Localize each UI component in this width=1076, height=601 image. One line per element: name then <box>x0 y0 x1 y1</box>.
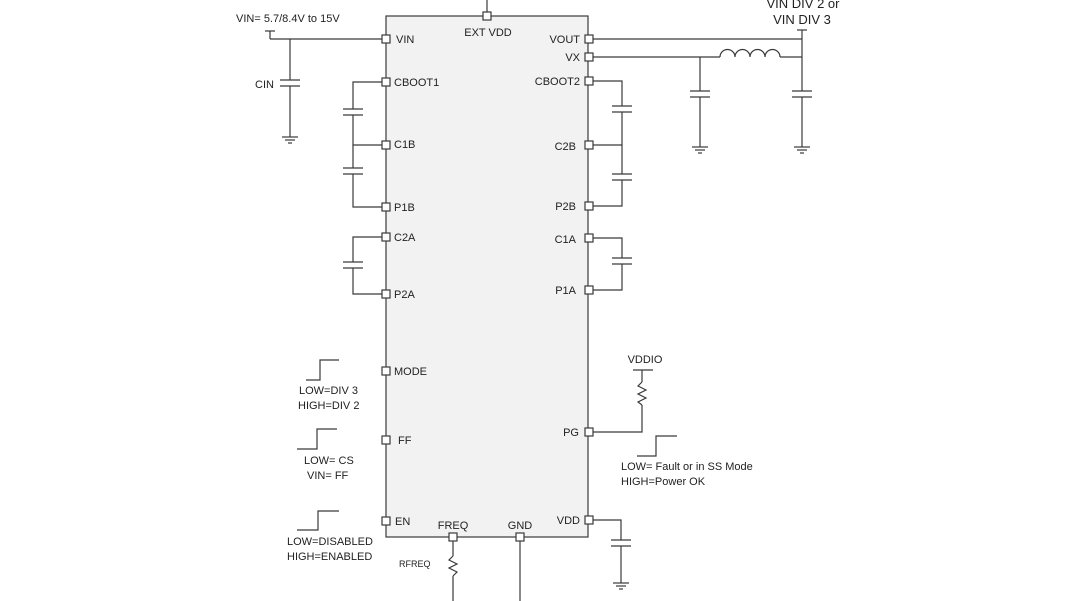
pin-label-ext-vdd: EXT VDD <box>464 27 512 39</box>
pin-label-pg: PG <box>563 427 579 439</box>
pin-label-p2b: P2B <box>555 201 576 213</box>
pin-label-cboot2: CBOOT2 <box>535 76 580 88</box>
cboot1-capacitor <box>343 108 363 116</box>
pin-p2b[interactable] <box>584 201 594 211</box>
pin-label-c1b: C1B <box>394 139 415 151</box>
ground-symbol-vx <box>692 146 708 154</box>
en-low-text: LOW=DISABLED <box>287 536 373 548</box>
pin-mode[interactable] <box>381 366 391 376</box>
cboot2-capacitor <box>612 105 632 113</box>
pin-vdd[interactable] <box>584 515 594 525</box>
ff-low-text: LOW= CS <box>304 455 354 467</box>
ground-symbol-cin <box>282 136 298 144</box>
output-inductor <box>719 48 781 58</box>
pin-label-c2a: C2A <box>394 232 416 244</box>
en-high-text: HIGH=ENABLED <box>287 551 372 563</box>
pg-pullup-resistor <box>636 381 648 406</box>
pin-label-en: EN <box>395 516 410 528</box>
pin-label-vin: VIN <box>396 34 414 46</box>
pin-pg[interactable] <box>584 427 594 437</box>
pin-cboot1[interactable] <box>381 77 391 87</box>
pin-label-gnd: GND <box>508 520 533 532</box>
pin-label-vdd: VDD <box>557 515 580 527</box>
ground-symbol-vout <box>794 146 810 154</box>
pin-label-p1a: P1A <box>555 285 576 297</box>
vin-supply-label: VIN= 5.7/8.4V to 15V <box>236 13 340 25</box>
pin-p2a[interactable] <box>381 289 391 299</box>
pg-high-text: HIGH=Power OK <box>621 476 706 488</box>
pin-p1a[interactable] <box>584 285 594 295</box>
ic-body <box>385 15 589 538</box>
pin-c2a[interactable] <box>381 232 391 242</box>
pin-c1a[interactable] <box>584 233 594 243</box>
pin-label-p2a: P2A <box>394 289 415 301</box>
output-label-line1: VIN DIV 2 or <box>767 0 841 11</box>
c1a-flying-capacitor <box>612 257 632 265</box>
pin-label-mode: MODE <box>394 366 427 378</box>
pin-ext-vdd[interactable] <box>482 11 492 21</box>
output-label-line2: VIN DIV 3 <box>773 12 831 27</box>
cin-capacitor <box>280 79 300 87</box>
pg-step-symbol <box>637 435 677 457</box>
mode-high-text: HIGH=DIV 2 <box>298 400 359 412</box>
pin-ff[interactable] <box>381 435 391 445</box>
rfreq-resistor <box>447 555 459 577</box>
pin-label-c2b: C2B <box>555 141 576 153</box>
rfreq-label: RFREQ <box>399 559 431 569</box>
pin-label-p1b: P1B <box>394 202 415 214</box>
pin-cboot2[interactable] <box>584 76 594 86</box>
pin-label-vout: VOUT <box>549 34 580 46</box>
ground-symbol-vdd <box>613 582 629 590</box>
pin-p1b[interactable] <box>381 202 391 212</box>
pin-label-freq: FREQ <box>438 520 469 532</box>
pin-en[interactable] <box>381 516 391 526</box>
vdd-capacitor <box>611 539 631 547</box>
pin-vout[interactable] <box>584 34 594 44</box>
en-step-symbol <box>297 510 339 531</box>
mode-step-symbol <box>306 359 339 381</box>
cin-label: CIN <box>255 79 274 91</box>
output-capacitor <box>792 90 812 98</box>
pin-c1b[interactable] <box>381 140 391 150</box>
pg-low-text: LOW= Fault or in SS Mode <box>621 461 753 473</box>
mode-low-text: LOW=DIV 3 <box>299 385 358 397</box>
pin-vx[interactable] <box>584 52 594 62</box>
vx-capacitor <box>690 90 710 98</box>
pin-label-vx: VX <box>565 52 580 64</box>
pin-vin[interactable] <box>381 34 391 44</box>
c2-flying-capacitor <box>343 261 363 269</box>
pin-label-cboot1: CBOOT1 <box>394 77 439 89</box>
pin-freq[interactable] <box>448 532 458 542</box>
pin-label-c1a: C1A <box>555 234 577 246</box>
c1-flying-capacitor <box>343 167 363 175</box>
vddio-label: VDDIO <box>628 354 663 366</box>
ff-vin-text: VIN= FF <box>307 470 349 482</box>
pin-gnd[interactable] <box>515 532 525 542</box>
pin-c2b[interactable] <box>584 140 594 150</box>
ff-step-symbol <box>297 428 337 450</box>
c2b-flying-capacitor <box>612 173 632 181</box>
pin-label-ff: FF <box>398 435 412 447</box>
